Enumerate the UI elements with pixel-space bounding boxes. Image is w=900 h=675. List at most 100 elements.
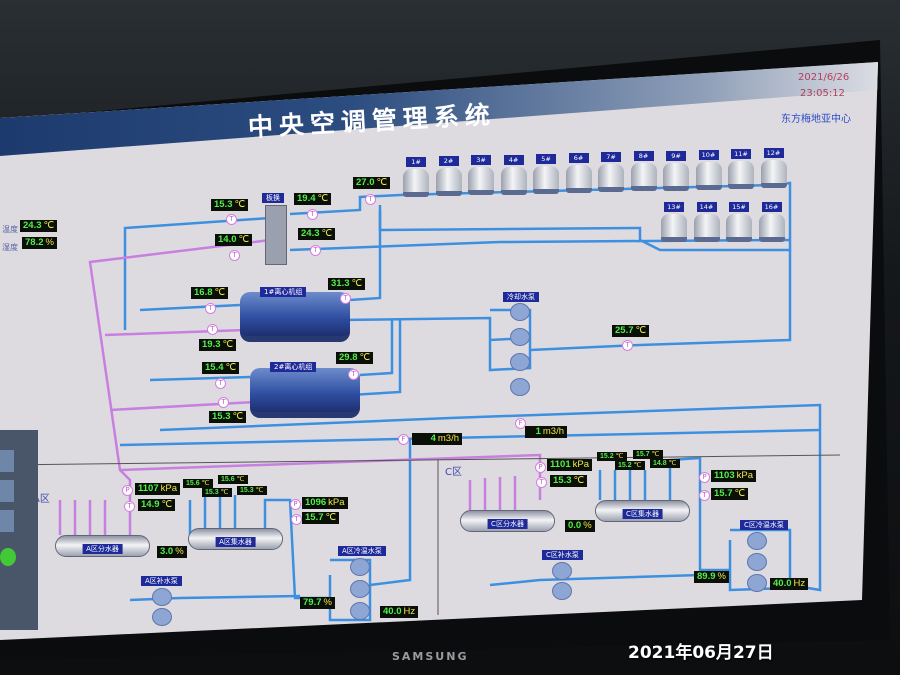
zone-a-makeup-pump-2[interactable] <box>152 608 172 626</box>
cooling-tower-body <box>500 166 527 195</box>
zone-c-chw-pump-label: C区冷温水泵 <box>740 520 788 530</box>
cooling-tower[interactable]: 10# <box>695 149 723 190</box>
chiller-2[interactable] <box>250 368 360 418</box>
temp-sensor[interactable]: T <box>205 303 216 314</box>
cooling-tower-body <box>435 168 462 197</box>
cooling-tower[interactable]: 4# <box>500 154 528 195</box>
cooling-tower-label: 11# <box>731 149 751 159</box>
cooling-tower-body <box>760 160 787 189</box>
temp-sensor[interactable]: T <box>124 501 135 512</box>
cooling-tower[interactable]: 16# <box>758 202 786 242</box>
cooling-tower[interactable]: 9# <box>662 150 690 191</box>
sidebar-button-2[interactable] <box>0 480 14 502</box>
time: 23:05:12 <box>800 88 845 99</box>
monitor-brand: SAMSUNG <box>392 650 469 663</box>
cooling-pump-3[interactable] <box>510 353 530 371</box>
cooling-tower-body <box>598 164 624 193</box>
temp-sensor[interactable]: T <box>699 490 710 501</box>
cooling-return-temp: 25.7℃ <box>612 325 650 337</box>
sidebar-button-3[interactable] <box>0 510 14 532</box>
sidebar-button-1[interactable] <box>0 450 14 472</box>
zone-a-distributor[interactable]: A区分水器 <box>55 535 150 557</box>
chiller-2-label: 2#离心机组 <box>270 362 317 372</box>
chiller-1-label: 1#离心机组 <box>260 287 307 297</box>
plate-heat-exchanger[interactable] <box>265 205 287 265</box>
temp-sensor[interactable]: T <box>291 514 302 525</box>
temp-sensor[interactable]: T <box>307 209 318 220</box>
zone-c-chw-pump-3[interactable] <box>747 574 767 592</box>
temp-sensor[interactable]: T <box>218 397 229 408</box>
cooling-tower[interactable]: 6# <box>565 153 593 193</box>
temp-sensor[interactable]: T <box>622 340 633 351</box>
plate-hx-label: 板换 <box>262 193 284 203</box>
pressure-sensor[interactable]: P <box>699 472 710 483</box>
cooling-tower[interactable]: 12# <box>760 148 788 189</box>
zone-c-chw-pump-2[interactable] <box>747 553 767 571</box>
temp-sensor[interactable]: T <box>310 245 321 256</box>
pressure-sensor[interactable]: P <box>122 485 133 496</box>
temp-sensor[interactable]: T <box>340 293 351 304</box>
cooling-tower-label: 15# <box>729 202 749 212</box>
temp-sensor[interactable]: T <box>348 369 359 380</box>
temp-sensor[interactable]: T <box>536 477 547 488</box>
cooling-pump-2[interactable] <box>510 328 530 346</box>
zone-c-branch-temp: 15.7℃ <box>633 450 663 459</box>
zone-a-chw-pump-label: A区冷温水泵 <box>338 546 386 556</box>
zone-a-collector[interactable]: A区集水器 <box>188 528 283 550</box>
cooling-tower[interactable]: 5# <box>532 153 560 194</box>
cooling-tower[interactable]: 8# <box>630 151 658 192</box>
zone-a-distributor-label: A区分水器 <box>82 544 123 554</box>
zone-c-makeup-pump-2[interactable] <box>552 582 572 600</box>
cooling-tower-body <box>630 163 657 192</box>
temp-sensor[interactable]: T <box>365 194 376 205</box>
zone-c-branch-temp: 14.8℃ <box>650 459 680 468</box>
temp-sensor[interactable]: T <box>226 214 237 225</box>
ch1-cond-out-temp: 31.3℃ <box>328 278 366 290</box>
cooling-pump-1[interactable] <box>510 303 530 321</box>
cooling-tower[interactable]: 1# <box>402 157 430 197</box>
temp-sensor[interactable]: T <box>215 378 226 389</box>
zone-a-branch-temp: 15.3℃ <box>237 486 267 495</box>
zone-a-chw-pump-2[interactable] <box>350 580 370 598</box>
cooling-tower-body <box>758 214 785 242</box>
zone-a-branch-temp: 15.3℃ <box>202 488 232 497</box>
zone-a-chw-pump-1[interactable] <box>350 558 370 576</box>
flow-sensor[interactable]: F <box>515 418 526 429</box>
pressure-sensor[interactable]: P <box>290 499 301 510</box>
zone-c-makeup-pump-1[interactable] <box>552 562 572 580</box>
flow-sensor[interactable]: F <box>398 434 409 445</box>
hx-in-temp: 15.3℃ <box>211 199 249 211</box>
zone-a-makeup-pump-1[interactable] <box>152 588 172 606</box>
zone-c-distributor-label: C区分水器 <box>487 519 528 529</box>
cooling-tower[interactable]: 14# <box>693 202 721 242</box>
zone-c-branch-temp: 15.2℃ <box>597 452 627 461</box>
cooling-tower[interactable]: 2# <box>435 156 463 197</box>
cooling-tower-label: 3# <box>471 155 491 166</box>
pressure-sensor[interactable]: P <box>535 462 546 473</box>
temp-sensor[interactable]: T <box>229 250 240 261</box>
zone-c-branch-temp: 15.2℃ <box>615 461 645 470</box>
temp-sensor[interactable]: T <box>207 324 218 335</box>
chiller-1[interactable] <box>240 292 350 342</box>
zone-a-branch-temp: 15.6℃ <box>183 479 213 488</box>
cooling-tower-label: 12# <box>763 148 784 159</box>
zone-a-chw-pump-3[interactable] <box>350 602 370 620</box>
zone-c-chw-pump-1[interactable] <box>747 532 767 550</box>
cooling-tower[interactable]: 11# <box>727 149 755 189</box>
cooling-pump-4[interactable] <box>510 378 530 396</box>
cooling-tower[interactable]: 3# <box>467 155 495 196</box>
cooling-tower-body <box>663 162 689 191</box>
humidity-label: 湿度 <box>2 243 18 252</box>
cooling-tower[interactable]: 15# <box>725 202 753 242</box>
cooling-tower[interactable]: 13# <box>660 202 688 242</box>
temp-label: 温度 <box>2 225 18 234</box>
zone-c-distributor[interactable]: C区分水器 <box>460 510 555 532</box>
zone-c-collector[interactable]: C区集水器 <box>595 500 690 522</box>
cooling-tower[interactable]: 7# <box>597 152 625 193</box>
status-ok-icon[interactable] <box>0 548 16 566</box>
cooling-tower-body <box>468 167 494 196</box>
cooling-pump-label: 冷却水泵 <box>503 292 539 302</box>
